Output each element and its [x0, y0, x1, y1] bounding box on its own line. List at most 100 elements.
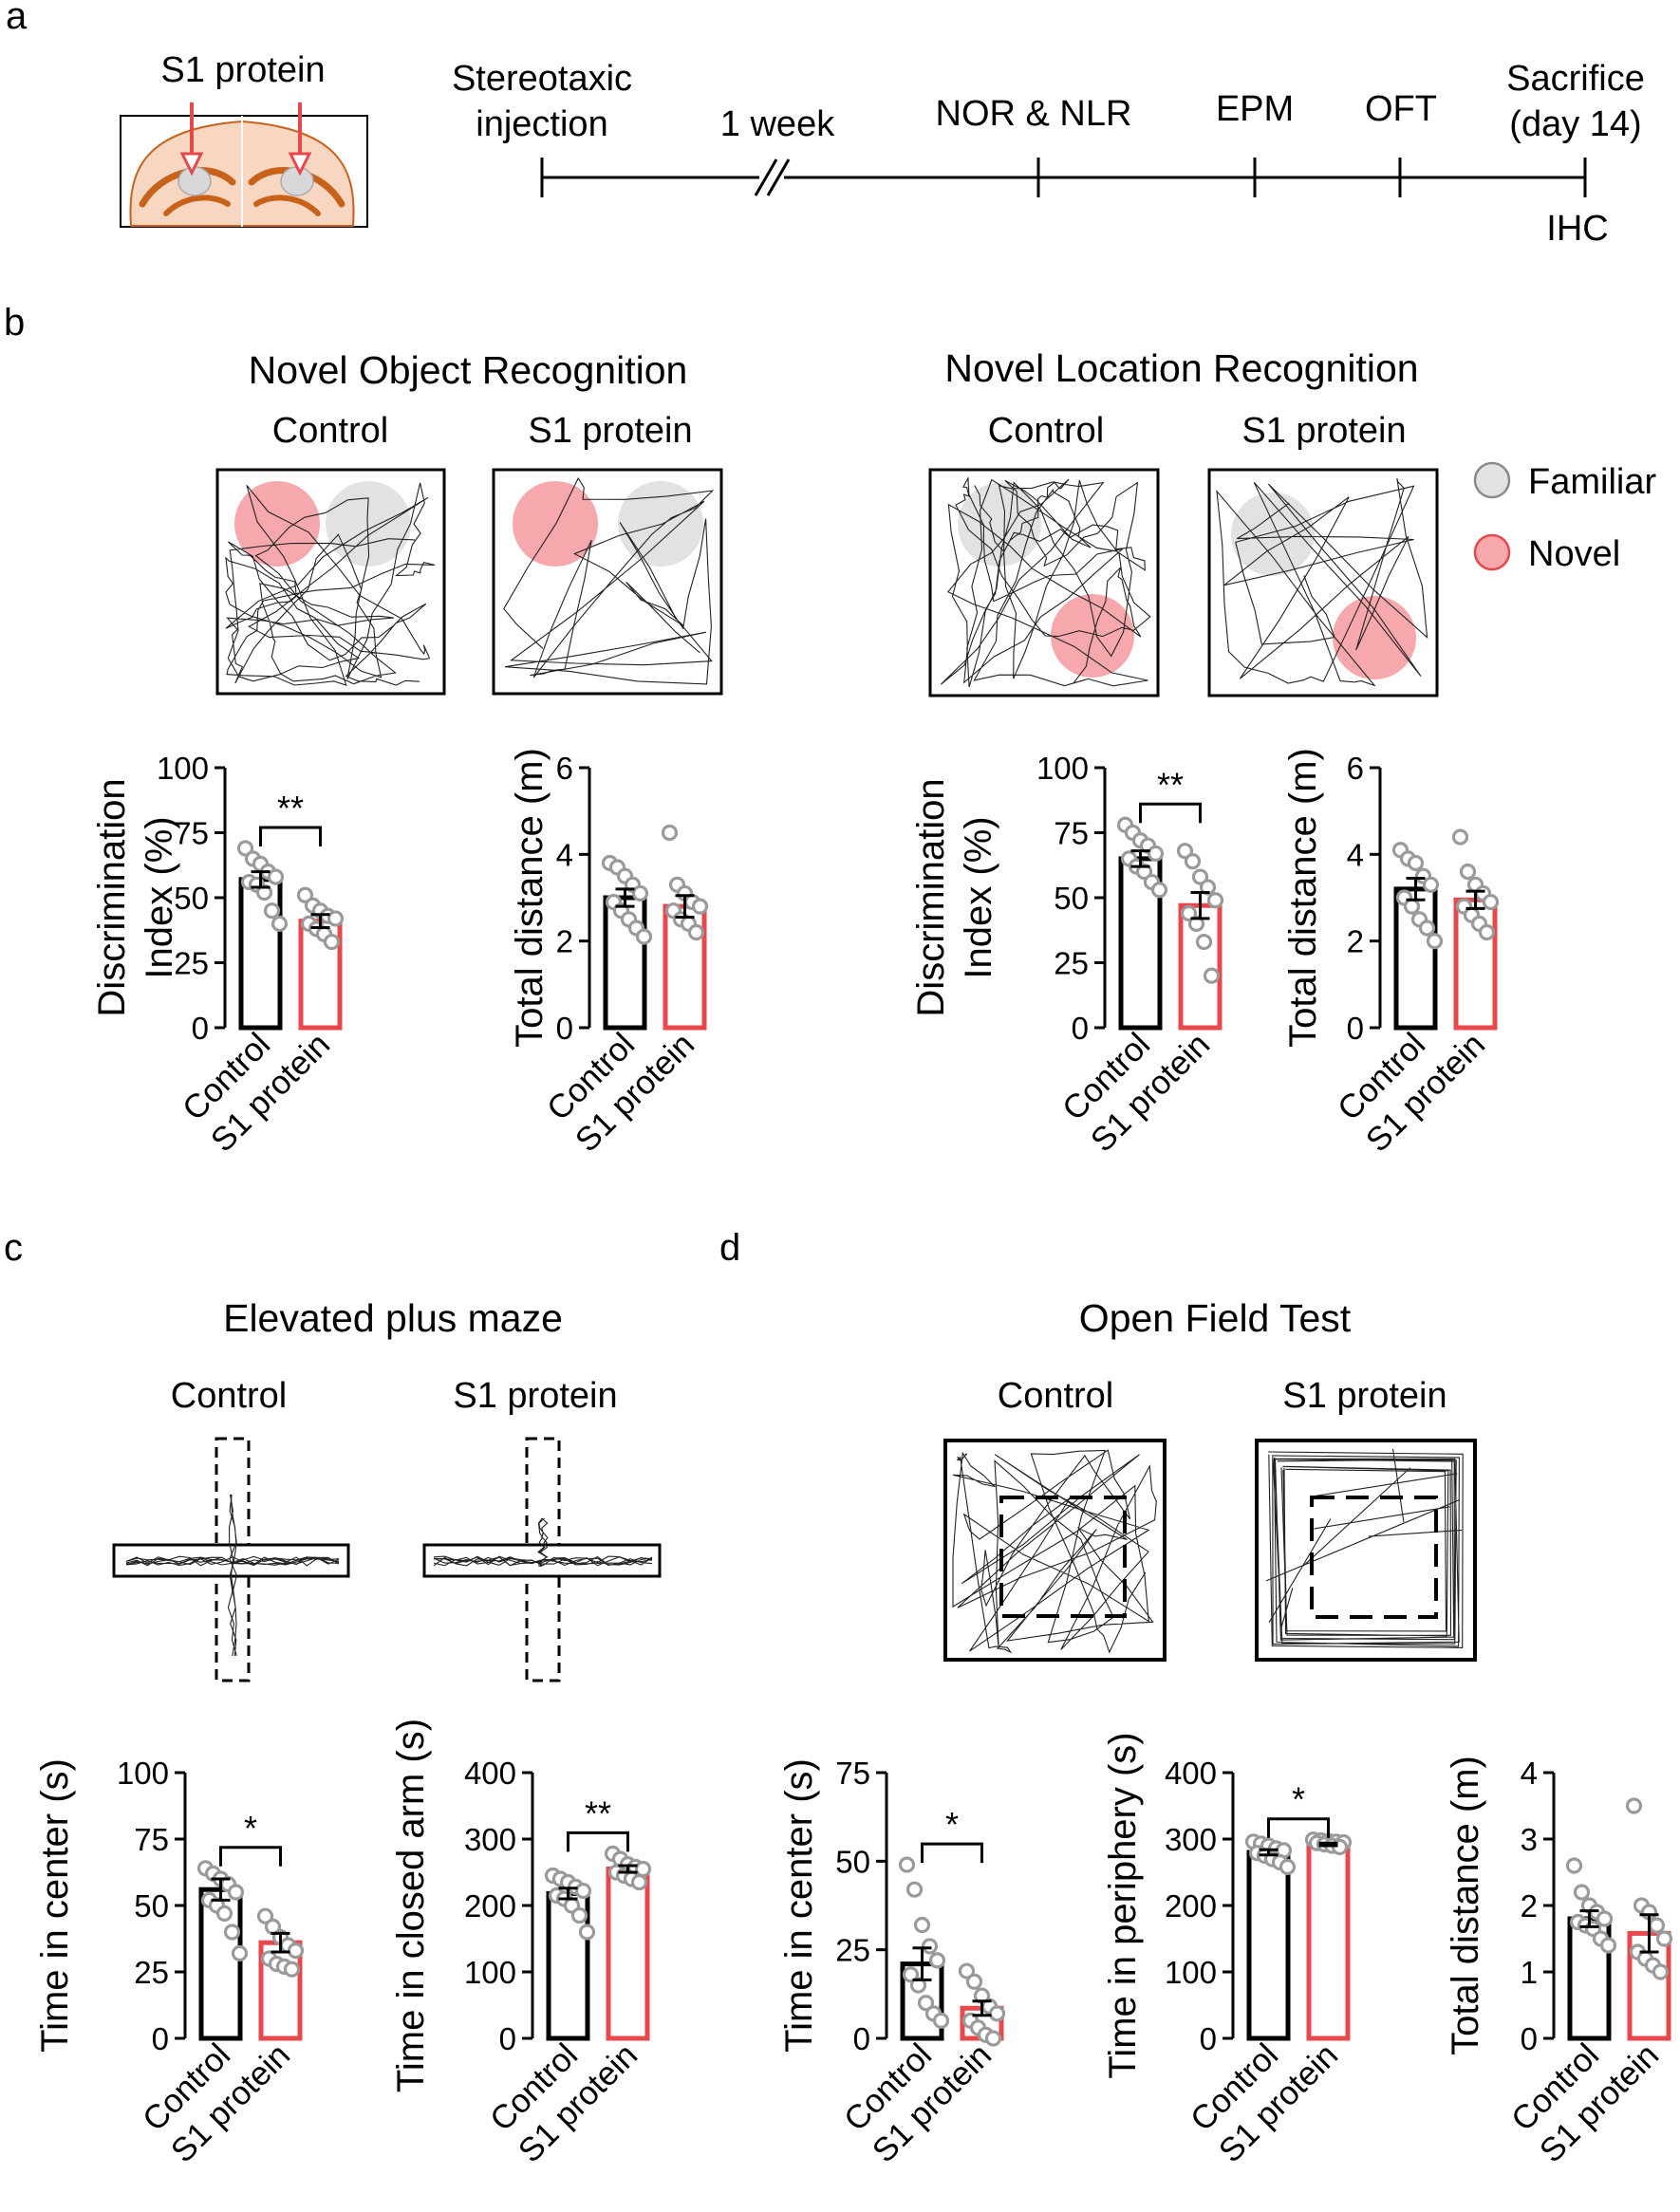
event-sacrifice-line2: (day 14): [1509, 104, 1641, 144]
data-point: [263, 902, 281, 920]
y-tick-label: 0: [1347, 1011, 1364, 1046]
event-nor-nlr: NOR & NLR: [936, 94, 1132, 134]
data-point: [984, 2030, 1002, 2047]
data-point: [1565, 1857, 1583, 1874]
data-point: [913, 1916, 931, 1934]
y-axis-label: Time in periphery (s): [1102, 1732, 1144, 2078]
data-point: [1176, 843, 1194, 860]
y-axis-label-line: Index (%): [958, 816, 999, 978]
y-tick-label: 2: [1347, 924, 1364, 959]
y-tick-label: 1: [1521, 1955, 1538, 1990]
y-tick-label: 75: [134, 1822, 169, 1857]
nor-arena-s1: [492, 468, 723, 696]
panel-letter-b: b: [4, 302, 25, 344]
data-point: [271, 915, 289, 933]
y-tick-label: 100: [1165, 1955, 1217, 1990]
oft-label-control: Control: [998, 1376, 1114, 1416]
data-point: [965, 1973, 983, 1990]
event-one-week: 1 week: [720, 104, 835, 144]
novel-object: [1051, 594, 1134, 678]
data-point: [578, 1924, 596, 1941]
data-point: [898, 1856, 916, 1873]
significance-bracket: [567, 1831, 629, 1852]
y-tick-label: 0: [556, 1011, 573, 1046]
data-point: [1135, 863, 1153, 881]
familiar-object: [1231, 493, 1315, 576]
y-axis-label: Time in center (s): [34, 1758, 76, 2053]
brain-slice-inset: [120, 115, 368, 228]
bar-s1: [1306, 1842, 1351, 2041]
movement-track: [952, 1449, 1157, 1654]
injection-arrows: [179, 102, 312, 177]
event-oft: OFT: [1365, 89, 1437, 129]
data-point: [928, 1952, 946, 1969]
legend-novel-swatch: [1473, 533, 1511, 571]
movement-track: [1216, 477, 1428, 687]
panel-letter-a: a: [6, 0, 28, 37]
y-tick-label: 0: [499, 2021, 516, 2056]
data-point: [1422, 876, 1440, 893]
data-point: [256, 1907, 274, 1924]
data-point: [1655, 1930, 1673, 1947]
epm-label-s1: S1 protein: [453, 1376, 617, 1416]
y-tick-label: 50: [134, 1888, 169, 1924]
y-axis-label-line: Discrimination: [91, 778, 133, 1016]
y-tick-label: 2: [1521, 1888, 1538, 1924]
epm-maze-s1: [422, 1437, 662, 1682]
legend-familiar-swatch: [1473, 461, 1511, 499]
significance-bracket: [1139, 802, 1202, 824]
y-axis-label-line: Discrimination: [910, 778, 952, 1016]
movement-track: [125, 1494, 340, 1657]
data-point: [1573, 1884, 1591, 1901]
y-tick-label: 100: [157, 751, 209, 786]
data-point: [1184, 853, 1202, 870]
y-tick-label: 25: [174, 946, 209, 981]
bar-control: [238, 877, 283, 1031]
y-tick-label: 0: [1200, 2021, 1217, 2056]
significance-label: *: [244, 1809, 257, 1848]
y-tick-label: 75: [835, 1756, 870, 1791]
significance-bracket: [259, 826, 322, 846]
y-tick-label: 50: [835, 1844, 870, 1879]
y-tick-label: 300: [1165, 1822, 1217, 1857]
data-point: [691, 898, 709, 915]
data-point: [223, 1924, 241, 1941]
data-point: [988, 2005, 1006, 2022]
y-tick-label: 25: [134, 1955, 169, 1990]
data-point: [902, 1966, 920, 1983]
y-tick-label: 400: [464, 1756, 516, 1791]
data-point: [635, 928, 653, 945]
oft-center-zone: [1310, 1496, 1438, 1619]
bar-control: [1246, 1850, 1291, 2041]
data-point: [267, 868, 285, 885]
movement-track: [1265, 1448, 1464, 1648]
data-point: [1625, 1797, 1643, 1814]
y-tick-label: 0: [1521, 2021, 1538, 2056]
epm-label-control: Control: [171, 1376, 288, 1416]
oft-arena-s1: [1255, 1439, 1477, 1662]
y-tick-label: 75: [174, 816, 209, 851]
legend-familiar-label: Familiar: [1528, 462, 1656, 502]
y-tick-label: 100: [464, 1955, 516, 1990]
y-tick-label: 300: [464, 1822, 516, 1857]
event-injection-line1: Stereotaxic: [452, 59, 632, 99]
data-point: [1418, 920, 1436, 937]
y-tick-label: 0: [1072, 1011, 1089, 1046]
panel-letter-d: d: [719, 1227, 740, 1269]
nlr-title: Novel Location Recognition: [944, 346, 1418, 390]
panel-letter-c: c: [4, 1227, 23, 1269]
data-point: [1403, 898, 1421, 915]
movement-track: [225, 482, 436, 686]
nor-label-s1: S1 protein: [528, 411, 692, 451]
data-point: [1195, 933, 1213, 951]
y-tick-label: 75: [1054, 816, 1089, 851]
significance-label: *: [1292, 1780, 1305, 1819]
bar-s1: [606, 1867, 650, 2041]
